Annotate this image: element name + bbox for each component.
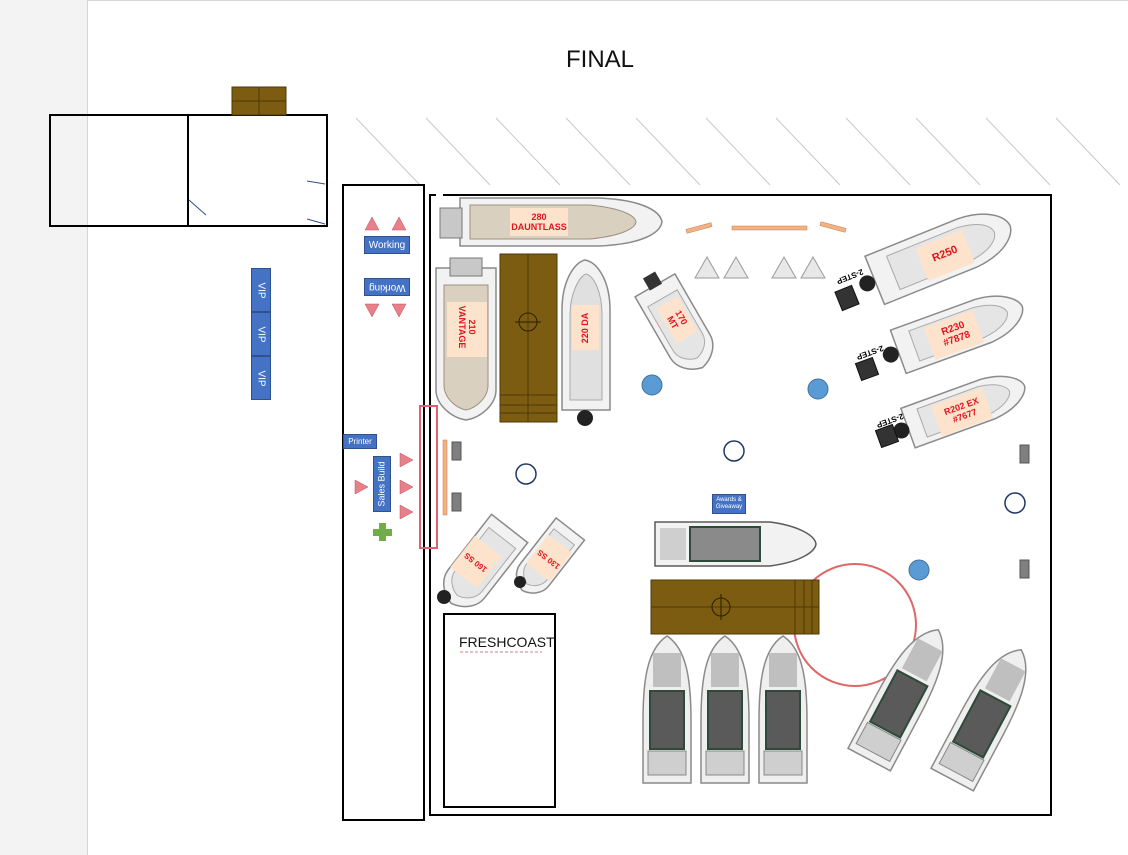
wake-boat-2 xyxy=(700,635,750,784)
printer-station: Printer xyxy=(343,434,377,449)
vip-label-2: VIP xyxy=(255,325,267,343)
pink-triangles xyxy=(354,216,414,520)
label-220-text: 220 DA xyxy=(580,312,590,344)
working-label-bottom: Working xyxy=(368,281,406,293)
boat-awards xyxy=(654,521,817,567)
label-210-line2: VANTAGE xyxy=(457,305,467,349)
slide-thumbnail-pane xyxy=(0,0,88,855)
label-backgrounds xyxy=(447,208,993,589)
motor-160 xyxy=(437,590,451,604)
step-stairs xyxy=(834,284,900,449)
page-title: FINAL xyxy=(566,46,635,73)
label-280-line2: DAUNTLASS xyxy=(511,222,567,232)
vip-table-2: VIP xyxy=(251,312,271,356)
wood-platform-horizontal xyxy=(650,579,820,635)
red-outline-zone xyxy=(419,405,438,549)
awards-line-2: Giveaway xyxy=(715,504,743,510)
printer-label: Printer xyxy=(348,437,372,446)
label-280-line1: 280 xyxy=(531,212,547,222)
open-circles xyxy=(515,440,1026,514)
working-table-top: Working xyxy=(364,236,410,254)
wake-boat-1 xyxy=(642,635,692,784)
sales-build-label: Sales Build xyxy=(377,461,387,507)
wake-boat-5 xyxy=(930,637,1044,792)
vip-table-3: VIP xyxy=(251,356,271,400)
wood-platform-vertical xyxy=(499,253,558,423)
first-aid-plus xyxy=(373,523,392,541)
hatch-area xyxy=(355,117,1121,186)
side-aisle xyxy=(342,184,425,821)
blue-markers xyxy=(641,374,930,581)
orange-barriers xyxy=(442,221,847,516)
freshcoast-booth xyxy=(443,613,556,808)
wake-boat-3 xyxy=(758,635,808,784)
gray-triangles xyxy=(694,255,826,279)
building-outline xyxy=(49,114,328,227)
working-table-bottom: Working xyxy=(364,278,410,296)
main-floor xyxy=(429,194,1052,816)
gray-posts xyxy=(451,441,1030,579)
label-280-dauntlass: 280 DAUNTLASS xyxy=(510,208,568,236)
freshcoast-label: FRESHCOAST xyxy=(459,634,555,650)
slide-edge xyxy=(88,0,1128,1)
awards-giveaway-sign: Awards & Giveaway xyxy=(712,494,746,514)
vip-table-1: VIP xyxy=(251,268,271,312)
sales-build-table: Sales Build xyxy=(373,456,391,512)
pallet-top xyxy=(231,86,287,116)
label-220-da: 220 DA xyxy=(578,303,592,353)
working-label-top: Working xyxy=(368,239,406,251)
vip-label-1: VIP xyxy=(255,281,267,299)
vip-label-3: VIP xyxy=(255,369,267,387)
label-210-vantage: 210 VANTAGE xyxy=(452,298,482,356)
motor-130 xyxy=(514,576,526,588)
awards-line-1: Awards & xyxy=(716,497,742,503)
label-210-line1: 210 xyxy=(467,319,477,335)
